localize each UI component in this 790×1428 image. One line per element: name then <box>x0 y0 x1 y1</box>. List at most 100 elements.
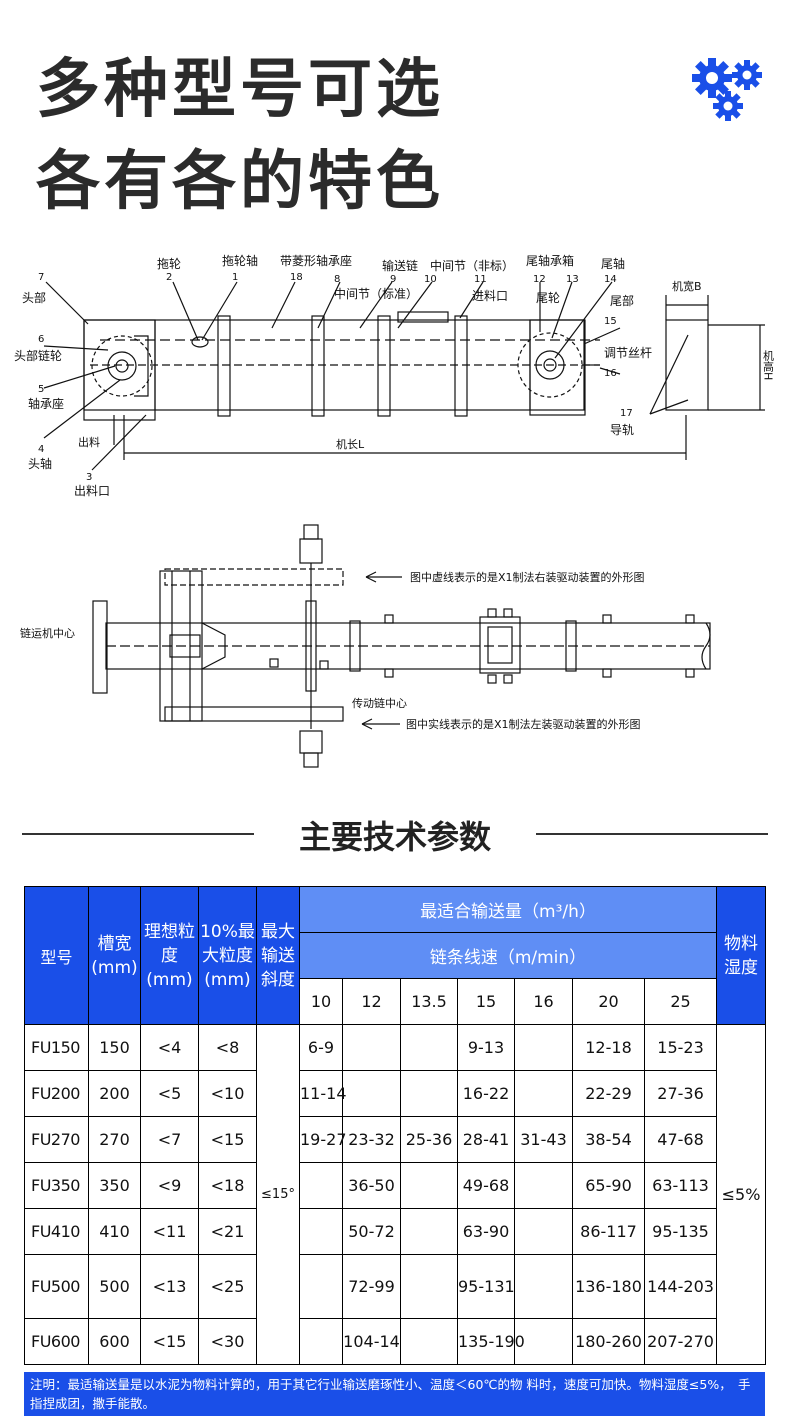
header-capacity: 最适合输送量（m³/h） <box>298 886 718 933</box>
number-9: 9 <box>390 274 396 285</box>
number-6: 6 <box>38 334 44 345</box>
number-14: 14 <box>604 274 617 285</box>
cell-v12: 104-14 <box>342 1318 401 1365</box>
number-18: 18 <box>290 272 303 283</box>
spec-table: 型号 槽宽(mm) 理想粒度(mm) 10%最大粒度(mm) 最大输送斜度 最适… <box>24 886 767 1365</box>
label-zhouchengzuo: 轴承座 <box>28 396 64 411</box>
cell-v25: 15-23 <box>643 1024 718 1071</box>
conveyor-elevation-drawing: 拖轮 拖轮轴 带菱形轴承座 输送链 中间节（非标） 尾轴承箱 尾轴 头部 中间节… <box>14 253 775 498</box>
number-15: 15 <box>604 316 617 327</box>
label-chuliaokou: 出料口 <box>74 484 110 498</box>
label-toubu-lianlun: 头部链轮 <box>14 348 62 363</box>
cell-max10: <18 <box>198 1162 257 1209</box>
speed-13-5: 13.5 <box>400 978 458 1025</box>
number-4: 4 <box>38 444 44 455</box>
label-zhongjianjie-feibiao: 中间节（非标） <box>430 258 514 273</box>
cell-model: FU600 <box>24 1318 89 1365</box>
table-row: FU410 410 <11 <21 50-72 63-90 86-117 95-… <box>24 1208 766 1255</box>
divider-right <box>536 833 768 835</box>
speed-15: 15 <box>457 978 515 1025</box>
label-weibu: 尾部 <box>610 293 634 308</box>
cell-humidity: ≤5% <box>716 1024 767 1365</box>
speed-16: 16 <box>514 978 573 1025</box>
label-toubu: 头部 <box>22 290 46 305</box>
cell-v12 <box>342 1024 401 1071</box>
cell-model: FU150 <box>24 1024 89 1071</box>
table-row: FU350 350 <9 <18 36-50 49-68 65-90 63-11… <box>24 1162 766 1209</box>
number-13: 13 <box>566 274 579 285</box>
cell-v12: 72-99 <box>342 1254 401 1319</box>
cell-v20: 180-260 <box>572 1318 645 1365</box>
cell-v15: 28-41 <box>457 1116 515 1163</box>
cell-ideal: <11 <box>140 1208 199 1255</box>
header-speed: 链条线速（m/min） <box>298 932 718 979</box>
cell-width: 270 <box>88 1116 141 1163</box>
label-daileng: 带菱形轴承座 <box>280 253 352 268</box>
cell-v10: 6-9 <box>299 1024 343 1071</box>
cell-v25: 207-270 <box>643 1318 718 1365</box>
cell-v10 <box>299 1208 343 1255</box>
number-8: 8 <box>334 274 340 285</box>
number-11: 11 <box>474 274 487 285</box>
label-chuliao: 出料 <box>78 435 100 449</box>
speed-12: 12 <box>342 978 401 1025</box>
cell-v25: 27-36 <box>643 1070 718 1117</box>
label-weilun: 尾轮 <box>536 291 560 305</box>
cell-v15: 135-190 <box>457 1318 525 1365</box>
cell-v10: 11-14 <box>299 1070 347 1117</box>
cell-ideal: <4 <box>140 1024 199 1071</box>
number-7: 7 <box>38 272 44 283</box>
cell-v20: 22-29 <box>572 1070 645 1117</box>
cell-v13-5 <box>400 1318 458 1365</box>
cell-width: 350 <box>88 1162 141 1209</box>
headline-line-1: 多种型号可选 <box>36 53 444 127</box>
header-max10: 10%最大粒度(mm) <box>198 886 257 1025</box>
drawing2-label-center: 链运机中心 <box>20 626 75 640</box>
speed-10: 10 <box>299 978 343 1025</box>
section-title-text: 主要技术参数 <box>298 818 491 856</box>
label-jichang: 机长L <box>336 437 365 451</box>
label-daogui: 导轨 <box>610 423 634 437</box>
cell-v12: 36-50 <box>342 1162 401 1209</box>
gears-icon <box>692 58 762 121</box>
cell-ideal: <9 <box>140 1162 199 1209</box>
cell-v13-5 <box>400 1208 458 1255</box>
cell-v16 <box>514 1254 573 1319</box>
cell-max10: <8 <box>198 1024 257 1071</box>
header-incline: 最大输送斜度 <box>256 886 300 1025</box>
cell-width: 410 <box>88 1208 141 1255</box>
cell-model: FU410 <box>24 1208 89 1255</box>
section-title: 主要技术参数 <box>0 812 790 856</box>
cell-v20: 12-18 <box>572 1024 645 1071</box>
conveyor-plan-drawing: 图中虚线表示的是X1制法右装驱动装置的外形图 图中实线表示的是X1制法左装驱动装… <box>20 524 711 768</box>
cell-v16 <box>514 1208 573 1255</box>
number-17: 17 <box>620 408 633 419</box>
cell-v25: 144-203 <box>643 1254 718 1319</box>
cell-v20: 38-54 <box>572 1116 645 1163</box>
label-touzhou: 头轴 <box>28 456 52 471</box>
cell-v13-5 <box>400 1162 458 1209</box>
number-3: 3 <box>86 472 92 483</box>
cell-ideal: <13 <box>140 1254 199 1319</box>
cell-v10 <box>299 1162 343 1209</box>
table-row: FU200 200 <5 <10 11-14 16-22 22-29 27-36 <box>24 1070 766 1117</box>
cell-v25: 63-113 <box>643 1162 718 1209</box>
header-ideal: 理想粒度(mm) <box>140 886 199 1025</box>
cell-width: 500 <box>88 1254 141 1319</box>
label-jinliaokou: 进料口 <box>472 289 508 303</box>
header-humidity: 物料湿度 <box>716 886 767 1025</box>
label-shusonglian: 输送链 <box>382 258 418 273</box>
divider-left <box>22 833 254 835</box>
cell-model: FU350 <box>24 1162 89 1209</box>
cell-v20: 65-90 <box>572 1162 645 1209</box>
cell-max10: <15 <box>198 1116 257 1163</box>
label-weizhou: 尾轴 <box>601 256 625 271</box>
cell-v16: 31-43 <box>514 1116 573 1163</box>
speed-25: 25 <box>643 978 718 1025</box>
number-5: 5 <box>38 384 44 395</box>
drawing2-label-drive: 传动链中心 <box>352 696 407 710</box>
label-tuolunzhou: 拖轮轴 <box>222 253 258 268</box>
label-tuolun: 拖轮 <box>157 257 181 271</box>
label-tiaojie-sigan: 调节丝杆 <box>604 346 652 360</box>
label-jikuan: 机宽B <box>672 279 702 293</box>
